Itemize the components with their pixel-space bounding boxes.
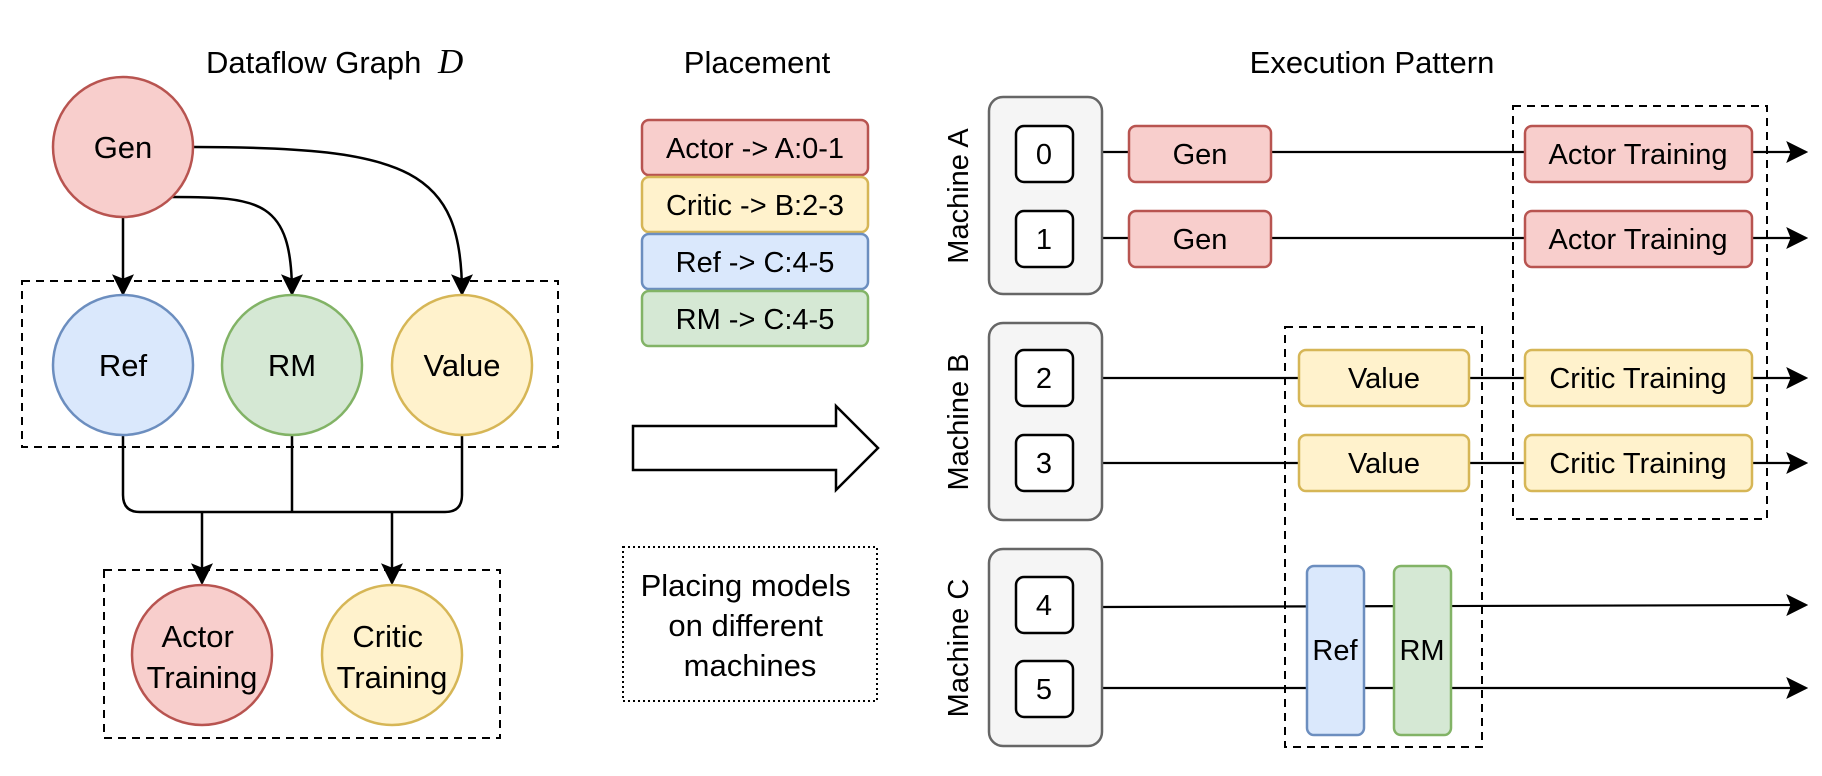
task-rm: RM — [1392, 564, 1453, 737]
dataflow-symbol: D — [437, 42, 463, 81]
placement-title: Placement — [684, 45, 831, 80]
svg-text:Value: Value — [1348, 363, 1420, 395]
edge-gen-value — [193, 145, 473, 297]
dataflow-section: Dataflow Graph D Gen Ref RM Value — [21, 42, 559, 739]
task-critic-training-gpu-3: Critic Training — [1523, 433, 1754, 493]
svg-text:RM: RM — [1399, 635, 1444, 667]
svg-text:Value: Value — [1348, 448, 1420, 480]
machine-a: Machine A 0 1 — [943, 95, 1104, 296]
inference-phase-box — [1284, 326, 1483, 748]
svg-text:Critic -> B:2-3: Critic -> B:2-3 — [666, 190, 844, 222]
node-ref: Ref — [51, 293, 195, 437]
node-critic-training-label: Critic Training — [337, 619, 448, 695]
training-phase-box — [1512, 105, 1768, 520]
placement-note: Placing models on different machines — [622, 546, 878, 702]
machine-a-label: Machine A — [943, 128, 975, 264]
node-gen: Gen — [51, 75, 195, 219]
placement-item-critic: Critic -> B:2-3 — [640, 175, 870, 234]
svg-text:Actor Training: Actor Training — [1549, 224, 1728, 256]
execution-section: Execution Pattern Machine A 0 1 Machine … — [943, 45, 1809, 748]
training-group-box — [103, 569, 501, 739]
machine-c: Machine C 4 5 — [943, 547, 1104, 748]
svg-text:4: 4 — [1036, 590, 1052, 622]
node-critic-training: Critic Training — [320, 583, 464, 727]
task-gen-gpu-0: Gen — [1127, 124, 1273, 184]
task-actor-training-gpu-0: Actor Training — [1523, 124, 1754, 184]
svg-text:Actor Training: Actor Training — [1549, 139, 1728, 171]
gpu-4 — [1014, 575, 1075, 635]
node-rm-label: RM — [268, 348, 316, 383]
svg-text:Actor -> A:0-1: Actor -> A:0-1 — [666, 133, 844, 165]
node-rm: RM — [220, 293, 364, 437]
svg-text:Gen: Gen — [1173, 139, 1228, 171]
node-actor-training-label: Actor Training — [147, 619, 258, 695]
task-gen-gpu-1: Gen — [1127, 209, 1273, 269]
svg-text:0: 0 — [1036, 139, 1052, 171]
placement-arrow-icon — [631, 402, 880, 494]
task-critic-training-gpu-2: Critic Training — [1523, 348, 1754, 408]
task-actor-training-gpu-1: Actor Training — [1523, 209, 1754, 269]
node-gen-label: Gen — [94, 130, 153, 165]
placement-item-ref: Ref -> C:4-5 — [640, 232, 870, 291]
svg-text:Placing models on diff: Placing models on different machines — [641, 568, 860, 683]
svg-text:Ref -> C:4-5: Ref -> C:4-5 — [676, 247, 835, 279]
node-value: Value — [390, 293, 534, 437]
svg-text:Ref: Ref — [1312, 635, 1358, 667]
machine-b: Machine B 2 3 — [943, 321, 1104, 522]
machine-b-label: Machine B — [943, 353, 975, 490]
edge-gen-rm — [171, 195, 303, 297]
task-value-gpu-2: Value — [1297, 348, 1471, 408]
svg-text:Gen: Gen — [1173, 224, 1228, 256]
placement-item-actor: Actor -> A:0-1 — [640, 118, 870, 177]
svg-text:Critic Training: Critic Training — [1549, 448, 1726, 480]
gpu-3 — [1014, 433, 1075, 493]
gpu-5 — [1014, 659, 1075, 719]
placement-item-rm: RM -> C:4-5 — [640, 289, 870, 348]
svg-text:2: 2 — [1036, 363, 1052, 395]
execution-title: Execution Pattern — [1250, 45, 1495, 80]
gpu-0 — [1014, 124, 1075, 184]
placement-section: Placement Actor -> A:0-1 Critic -> B:2-3… — [622, 45, 880, 702]
node-actor-training: Actor Training — [130, 583, 274, 727]
gpu-2 — [1014, 348, 1075, 408]
node-ref-label: Ref — [99, 348, 148, 383]
node-value-label: Value — [424, 348, 501, 383]
svg-text:RM -> C:4-5: RM -> C:4-5 — [676, 304, 835, 336]
dataflow-title: Dataflow Graph D — [206, 42, 463, 81]
machine-c-label: Machine C — [943, 579, 975, 718]
task-ref: Ref — [1305, 564, 1366, 737]
task-value-gpu-3: Value — [1297, 433, 1471, 493]
svg-text:1: 1 — [1036, 224, 1052, 256]
svg-text:3: 3 — [1036, 448, 1052, 480]
svg-text:Critic Training: Critic Training — [1549, 363, 1726, 395]
gpu-1 — [1014, 209, 1075, 269]
svg-text:5: 5 — [1036, 674, 1052, 706]
timeline-gpu-4 — [1102, 594, 1809, 617]
